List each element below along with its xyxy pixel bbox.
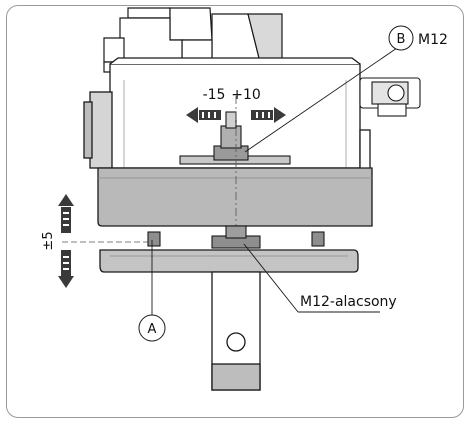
- base-plate: [97, 167, 373, 227]
- mounting-bracket: [99, 249, 359, 391]
- side-connector: [359, 77, 421, 117]
- callout-b-letter: B: [397, 32, 406, 47]
- adjust-right-label: +10: [231, 87, 261, 103]
- vertical-adjust-arrow: [58, 194, 74, 288]
- adjust-left-label: -15: [203, 87, 226, 103]
- leader-lines: [151, 47, 398, 322]
- callout-b-circle: [388, 25, 414, 51]
- figure-frame: [6, 5, 464, 418]
- bolt-a: [147, 231, 161, 247]
- washer-label: M12-alacsony: [300, 294, 397, 310]
- mount-bolts: [147, 225, 325, 249]
- callout-a-letter: A: [148, 322, 157, 337]
- callout-b-thread-label: M12: [418, 32, 448, 48]
- callout-a-circle: [138, 314, 166, 342]
- horizontal-adjust-arrow: [186, 107, 286, 123]
- vertical-adjust-label: ±5: [41, 231, 56, 250]
